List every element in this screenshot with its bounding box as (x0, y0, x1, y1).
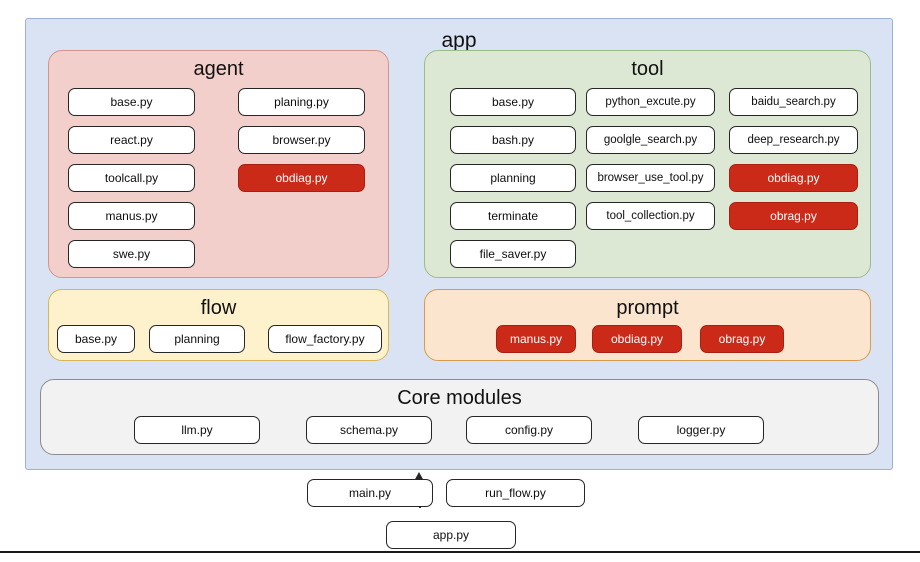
group-prompt-title: prompt (616, 297, 679, 319)
node-tool-planning[interactable]: planning (450, 164, 576, 192)
node-core-logger-py[interactable]: logger.py (638, 416, 764, 444)
node-core-config-py[interactable]: config.py (466, 416, 592, 444)
group-flow-title: flow (200, 297, 237, 319)
node-tool-bash-py[interactable]: bash.py (450, 126, 576, 154)
group-core-modules-title: Core modules (397, 387, 522, 409)
node-tool-deep-research-py[interactable]: deep_research.py (729, 126, 858, 154)
node-tool-file-saver-py[interactable]: file_saver.py (450, 240, 576, 268)
node-tool-obrag-py[interactable]: obrag.py (729, 202, 858, 230)
group-tool-title: tool (631, 58, 664, 80)
node-tool-goolgle-search-py[interactable]: goolgle_search.py (586, 126, 715, 154)
node-tool-terminate[interactable]: terminate (450, 202, 576, 230)
node-flow-flow-factory-py[interactable]: flow_factory.py (268, 325, 382, 353)
node-tool-base-py[interactable]: base.py (450, 88, 576, 116)
group-agent-title: agent (193, 58, 244, 80)
node-prompt-obrag-py[interactable]: obrag.py (700, 325, 784, 353)
bottom-divider (0, 551, 920, 553)
node-flow-base-py[interactable]: base.py (57, 325, 135, 353)
node-entry-app-py[interactable]: app.py (386, 521, 516, 549)
node-prompt-manus-py[interactable]: manus.py (496, 325, 576, 353)
node-tool-obdiag-py[interactable]: obdiag.py (729, 164, 858, 192)
node-entry-main-py[interactable]: main.py (307, 479, 433, 507)
entry-to-app-arrow-head (414, 472, 424, 481)
node-tool-tool-collection-py[interactable]: tool_collection.py (586, 202, 715, 230)
node-agent-react-py[interactable]: react.py (68, 126, 195, 154)
app-title: app (441, 29, 477, 52)
node-agent-swe-py[interactable]: swe.py (68, 240, 195, 268)
node-core-llm-py[interactable]: llm.py (134, 416, 260, 444)
node-agent-browser-py[interactable]: browser.py (238, 126, 365, 154)
node-prompt-obdiag-py[interactable]: obdiag.py (592, 325, 682, 353)
node-agent-manus-py[interactable]: manus.py (68, 202, 195, 230)
node-tool-python-excute-py[interactable]: python_excute.py (586, 88, 715, 116)
node-flow-planning[interactable]: planning (149, 325, 245, 353)
node-agent-base-py[interactable]: base.py (68, 88, 195, 116)
node-agent-obdiag-py[interactable]: obdiag.py (238, 164, 365, 192)
node-agent-toolcall-py[interactable]: toolcall.py (68, 164, 195, 192)
node-agent-planing-py[interactable]: planing.py (238, 88, 365, 116)
node-entry-run-flow-py[interactable]: run_flow.py (446, 479, 585, 507)
node-core-schema-py[interactable]: schema.py (306, 416, 432, 444)
node-tool-baidu-search-py[interactable]: baidu_search.py (729, 88, 858, 116)
node-tool-browser-use-tool-py[interactable]: browser_use_tool.py (586, 164, 715, 192)
